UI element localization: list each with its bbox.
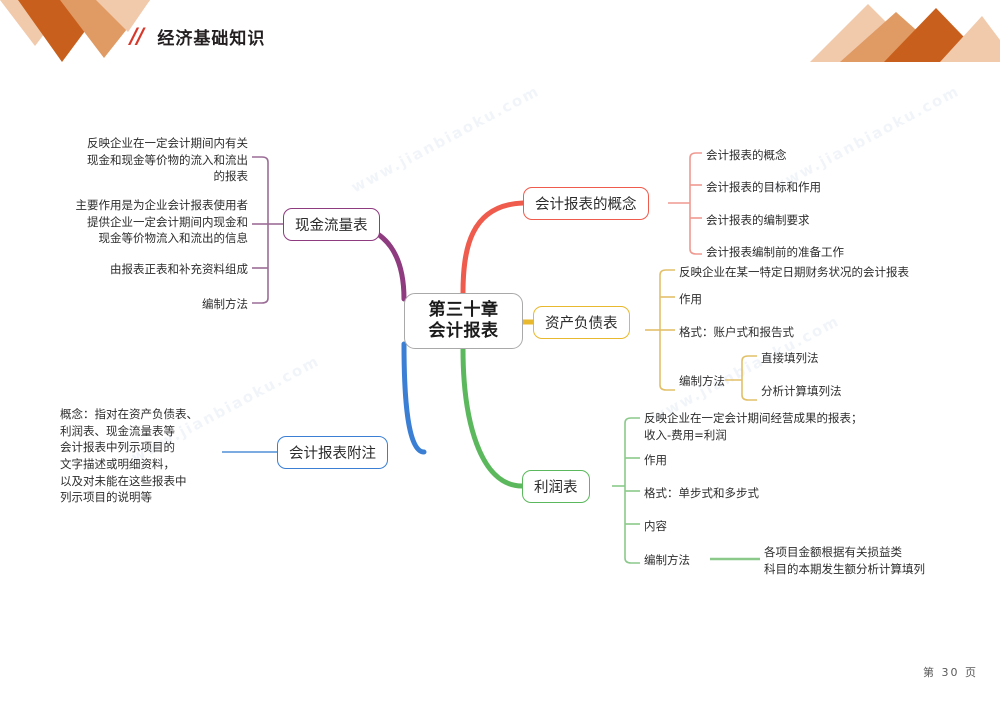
leaf-item: 内容 (644, 519, 667, 533)
watermark: www.jianbiaoku.com (348, 81, 543, 197)
leaf-item: 反映企业在一定会计期间经营成果的报表； 收入-费用=利润 (644, 411, 863, 442)
leaf-item: 反映企业在一定会计期间内有关 现金和现金等价物的流入和流出 的报表 (87, 136, 248, 184)
leaf-item: 作用 (644, 453, 667, 467)
branch-node-income-statement[interactable]: 利润表 (522, 470, 590, 503)
leaf-item: 编制方法 (644, 553, 690, 567)
center-title-line2: 会计报表 (428, 321, 499, 341)
branch-node-statement-notes[interactable]: 会计报表附注 (277, 436, 388, 469)
decoration-top-right (810, 4, 1000, 62)
decoration-top-left (0, 0, 150, 62)
leaf-subitem: 分析计算填列法 (761, 384, 842, 398)
leaf-subitem: 直接填列法 (761, 351, 819, 365)
branch-node-cash-flow-statement[interactable]: 现金流量表 (283, 208, 380, 241)
slash-mark: // (130, 24, 144, 48)
center-title-line1: 第三十章 (428, 300, 499, 321)
branch-node-accounting-statement-concept[interactable]: 会计报表的概念 (523, 187, 649, 220)
leaf-subitem: 各项目金额根据有关损益类 科目的本期发生额分析计算填列 (764, 545, 925, 576)
leaf-item: 格式：账户式和报告式 (679, 325, 794, 339)
leaf-item: 编制方法 (679, 374, 725, 388)
leaf-item: 格式：单步式和多步式 (644, 486, 759, 500)
leaf-item: 概念：指对在资产负债表、 利润表、现金流量表等 会计报表中列示项目的 文字描述或… (60, 407, 198, 505)
leaf-item: 会计报表的目标和作用 (706, 180, 821, 194)
leaf-item: 会计报表的编制要求 (706, 213, 810, 227)
leaf-item: 主要作用是为企业会计报表使用者 提供企业一定会计期间内现金和 现金等价物流入和流… (75, 198, 249, 246)
leaf-item: 编制方法 (202, 297, 248, 311)
leaf-item: 会计报表编制前的准备工作 (706, 245, 844, 259)
branch-node-balance-sheet[interactable]: 资产负债表 (533, 306, 630, 339)
leaf-item: 作用 (679, 292, 702, 306)
leaf-item: 会计报表的概念 (706, 148, 787, 162)
leaf-item: 反映企业在某一特定日期财务状况的会计报表 (679, 265, 909, 279)
slide-header: // 经济基础知识 (130, 24, 266, 50)
page-number: 第 30 页 (923, 666, 978, 679)
mindmap-center-node[interactable]: 第三十章 会计报表 (404, 293, 523, 349)
page-title: 经济基础知识 (157, 29, 266, 49)
leaf-item: 由报表正表和补充资料组成 (110, 262, 248, 276)
